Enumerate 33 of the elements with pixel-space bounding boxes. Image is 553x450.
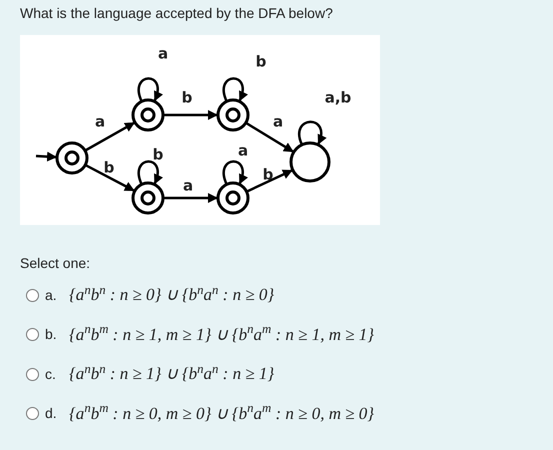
- option-letter: d.: [45, 404, 58, 423]
- start-arrow: [36, 152, 58, 162]
- edge-label: a: [94, 114, 106, 130]
- edge-label: b: [262, 168, 274, 182]
- option-letter: b.: [45, 325, 58, 344]
- option-formula: {a$^{n}$b$^{m}$ : n ≥ 0, m ≥ 0} ∪ {b$^{n}$a$^{m}$ : n ≥ 0, m ≥ 0}: [69, 400, 374, 425]
- transition-arrow: [246, 122, 294, 153]
- edge-label: b: [152, 148, 164, 162]
- edge-label: a: [158, 46, 168, 62]
- self-loop-arrow: [222, 77, 248, 102]
- transition-arrow: [164, 110, 218, 120]
- self-loop-arrow: [138, 160, 162, 185]
- transition-arrow: [164, 193, 218, 203]
- edge-label: b: [182, 90, 192, 106]
- edge-label: a,b: [324, 90, 352, 106]
- self-loop-arrow: [138, 77, 162, 102]
- edge-label: b: [104, 160, 114, 176]
- edge-label: a: [238, 144, 248, 158]
- option-formula: {a$^{n}$b$^{n}$ : n ≥ 0} ∪ {b$^{n}$a$^{n}$ : n ≥ 0}: [69, 282, 274, 306]
- option-letter: c.: [45, 364, 57, 384]
- instruction-text: Select one:: [20, 254, 90, 273]
- self-loop-arrow: [298, 120, 326, 146]
- option-formula: {a$^{n}$b$^{n}$ : n ≥ 1} ∪ {b$^{n}$a$^{n}$ : n ≥ 1}: [69, 361, 274, 386]
- transition-arrow: [246, 169, 293, 192]
- transition-arrow: [85, 122, 135, 152]
- edge-label: a: [182, 178, 194, 194]
- edge-label: b: [256, 54, 266, 70]
- transition-arrow: [86, 164, 135, 192]
- option-formula: {a$^{n}$b$^{m}$ : n ≥ 1, m ≥ 1} ∪ {b$^{n}$a$^{m}$ : n ≥ 1, m ≥ 1}: [69, 322, 374, 346]
- edge-label: a: [272, 114, 284, 130]
- self-loop-arrow: [222, 160, 248, 185]
- question-text: What is the language accepted by the DFA below?: [20, 4, 333, 23]
- option-letter: a.: [45, 286, 58, 304]
